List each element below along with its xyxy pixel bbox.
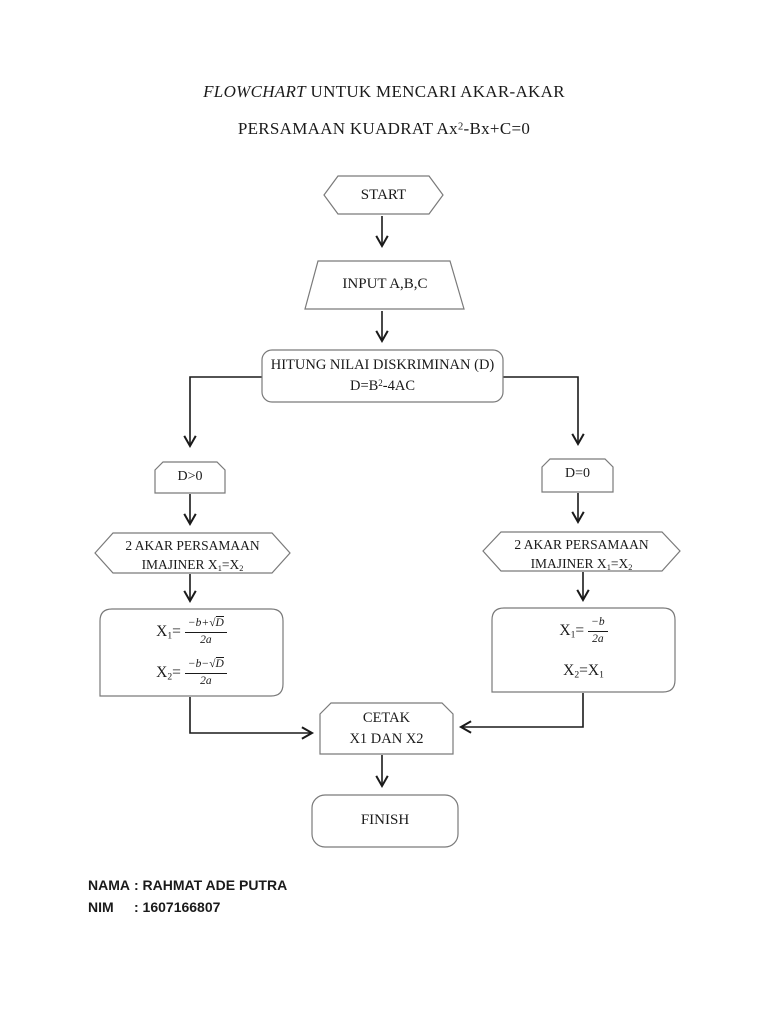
formula-right-x2: X2=X1: [492, 655, 675, 687]
title-italic-word: FLOWCHART: [203, 82, 306, 101]
fr2-x: X: [563, 662, 575, 679]
formula-right-x1-lhs: X1=: [559, 622, 584, 640]
nim-label: NIM: [88, 899, 114, 915]
condition-deq0-label: D=0: [564, 466, 590, 481]
formula-right-box-shape: [491, 607, 676, 693]
hexagon-right-line1: 2 AKAR PERSAMAAN: [514, 537, 649, 552]
hexright-sub1: 1: [606, 563, 611, 573]
connector-formularight-to-cetak: [458, 693, 584, 734]
cetak-node-label: CETAK X1 DAN X2: [320, 708, 453, 750]
formula-right-x1-fraction: −b 2a: [588, 616, 608, 645]
formula-left-x1-fraction: −b+√D 2a: [184, 616, 227, 646]
hexleft-line2-mid: =X: [221, 557, 240, 572]
hexagon-left-label: 2 AKAR PERSAMAAN IMAJINER X1=X2: [95, 536, 290, 574]
fl1-radical-sign: √: [209, 617, 216, 630]
fl2-num-pre: −b−: [187, 658, 210, 671]
fl2-sub: 2: [167, 671, 173, 683]
connector-formulaleft-to-cetak: [189, 697, 315, 740]
hexright-line2-mid: =X: [610, 556, 629, 571]
page-title-line2: PERSAMAAN KUADRAT Ax2-Bx+C=0: [0, 119, 768, 139]
fl1-sub: 1: [167, 630, 173, 642]
title-line1-rest: UNTUK MENCARI AKAR-AKAR: [305, 82, 565, 101]
cetak-line1: CETAK: [362, 710, 411, 726]
discriminant-line2: D=B2-4AC: [262, 376, 503, 397]
footer-nama-line: NAMA : RAHMAT ADE PUTRA: [88, 877, 287, 893]
finish-node-label: FINISH: [360, 812, 410, 828]
fl1-numerator: −b+√D: [184, 616, 227, 633]
fr2-sub1: 2: [574, 669, 580, 681]
input-node-label: INPUT A,B,C: [342, 276, 428, 292]
fr1-numerator: −b: [588, 616, 608, 632]
connector-discriminant-to-deq0: [503, 376, 585, 447]
discriminant-line2-post: -4AC: [382, 378, 416, 394]
formula-left-x1-lhs: X1=: [156, 623, 181, 641]
page-title-line1: FLOWCHART UNTUK MENCARI AKAR-AKAR: [0, 82, 768, 102]
nama-value: : RAHMAT ADE PUTRA: [134, 877, 288, 893]
fl2-radicand: D: [215, 657, 224, 671]
fl2-numerator: −b−√D: [184, 657, 227, 674]
connector-discriminant-to-dgt0: [183, 376, 262, 449]
nim-value: : 1607166807: [134, 899, 221, 915]
discriminant-line1: HITUNG NILAI DISKRIMINAN (D): [270, 357, 495, 373]
discriminant-line2-pre: D=B: [349, 378, 379, 394]
fr1-eq: =: [575, 622, 585, 639]
title-line2-pre: PERSAMAAN KUADRAT Ax: [237, 119, 458, 138]
hexagon-left-line1: 2 AKAR PERSAMAAN: [125, 538, 260, 553]
input-trapezoid-shape: [304, 260, 465, 310]
fr1-x: X: [559, 622, 571, 639]
formula-left-x1: X1= −b+√D 2a: [100, 612, 283, 652]
fl2-denominator: 2a: [200, 674, 212, 687]
hexagon-right-shape: [482, 531, 681, 572]
hexagon-left-line2: IMAJINER X1=X2: [95, 555, 290, 574]
discriminant-exponent: 2: [378, 377, 383, 388]
discriminant-node-label: HITUNG NILAI DISKRIMINAN (D) D=B2-4AC: [262, 355, 503, 397]
condition-dgt0-label: D>0: [177, 469, 203, 484]
fl1-radicand: D: [215, 616, 224, 630]
hexagon-left-shape: [94, 532, 291, 574]
fl1-denominator: 2a: [200, 633, 212, 646]
hexright-line2-pre: IMAJINER X: [530, 556, 607, 571]
formula-left-x2: X2= −b−√D 2a: [100, 653, 283, 693]
hexagon-right-line2: IMAJINER X1=X2: [483, 554, 680, 573]
fr2-sub2: 1: [599, 669, 604, 681]
fr2-mid: =X: [579, 662, 600, 679]
footer-nim-line: NIM : 1607166807: [88, 899, 220, 915]
hexright-sub2: 2: [628, 563, 633, 573]
fl1-x: X: [156, 623, 168, 640]
fl2-radical-sign: √: [209, 658, 216, 671]
formula-left-x2-lhs: X2=: [156, 664, 181, 682]
hexleft-line2-pre: IMAJINER X: [141, 557, 218, 572]
nama-label: NAMA: [88, 877, 130, 893]
formula-right-x1: X1= −b 2a: [492, 610, 675, 652]
fl1-eq: =: [172, 623, 181, 640]
condition-dgt0-shape: [154, 461, 226, 494]
fl2-x: X: [156, 664, 168, 681]
finish-box-shape: [311, 794, 459, 848]
start-hexagon-shape: [323, 175, 444, 215]
condition-deq0-shape: [541, 458, 614, 493]
formula-left-box-shape: [99, 608, 284, 697]
hexagon-right-label: 2 AKAR PERSAMAAN IMAJINER X1=X2: [483, 535, 680, 573]
cetak-box-shape: [319, 702, 454, 755]
start-node-label: START: [360, 187, 407, 203]
formula-right-x2-text: X2=X1: [563, 662, 604, 680]
title-line2-exponent: 2: [457, 121, 464, 133]
discriminant-box-shape: [261, 349, 504, 403]
hexleft-sub2: 2: [239, 564, 244, 574]
fr1-denominator: 2a: [592, 632, 604, 645]
formula-left-x2-fraction: −b−√D 2a: [184, 657, 227, 687]
cetak-line2: X1 DAN X2: [349, 731, 424, 747]
fl2-eq: =: [172, 664, 181, 681]
title-line2-post: -Bx+C=0: [463, 119, 531, 138]
fl1-num-pre: −b+: [187, 617, 210, 630]
fr1-sub: 1: [570, 629, 576, 641]
hexleft-sub1: 1: [217, 564, 222, 574]
